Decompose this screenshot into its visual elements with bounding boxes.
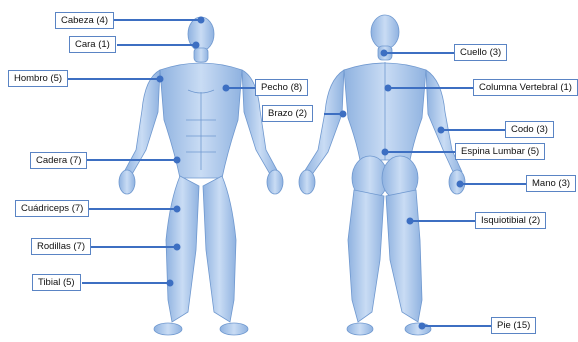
- label-columna-vertebral: Columna Vertebral (1): [473, 79, 578, 96]
- label-cabeza: Cabeza (4): [55, 12, 114, 29]
- label-isquiotibial: Isquiotibial (2): [475, 212, 546, 229]
- front-body-figure: [119, 17, 283, 335]
- label-mano: Mano (3): [526, 175, 576, 192]
- label-cuello: Cuello (3): [454, 44, 507, 61]
- label-cadera: Cadera (7): [30, 152, 87, 169]
- label-tibial: Tibial (5): [32, 274, 81, 291]
- label-pecho: Pecho (8): [255, 79, 308, 96]
- back-body-figure: [299, 15, 465, 335]
- label-cuadriceps: Cuádriceps (7): [15, 200, 89, 217]
- label-hombro: Hombro (5): [8, 70, 68, 87]
- label-brazo: Brazo (2): [262, 105, 313, 122]
- label-codo: Codo (3): [505, 121, 554, 138]
- label-pie: Pie (15): [491, 317, 536, 334]
- label-espina-lumbar: Espina Lumbar (5): [455, 143, 545, 160]
- label-cara: Cara (1): [69, 36, 116, 53]
- label-rodillas: Rodillas (7): [31, 238, 91, 255]
